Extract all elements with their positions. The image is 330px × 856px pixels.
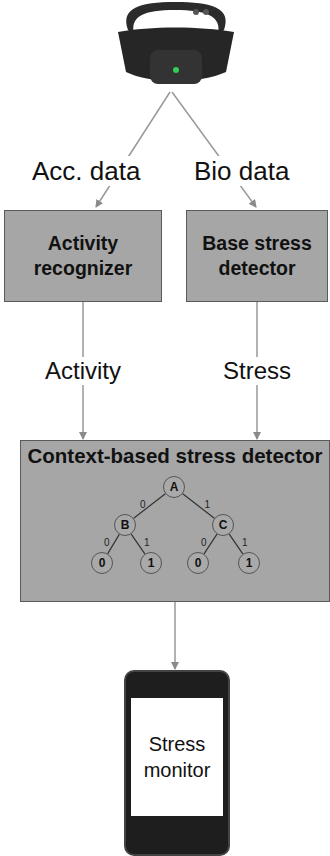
wristband-button	[203, 9, 209, 15]
tree-node-circle: A	[163, 476, 185, 498]
tree-node-circle: C	[212, 514, 234, 536]
branch-label: 0	[201, 537, 207, 548]
tree-node-label: 1	[246, 557, 253, 569]
branch-label: 1	[144, 537, 150, 548]
branch-label: 0	[104, 537, 110, 548]
box-title: Context-based stress detector	[21, 443, 329, 469]
tree-node-label: A	[170, 481, 179, 493]
box-label: Base stress detector	[187, 231, 327, 281]
screen-text: Stress monitor	[131, 698, 223, 816]
phone-monitor: Stress monitor	[124, 670, 230, 856]
tree-node-circle: 1	[140, 552, 162, 574]
input-label: Bio data	[192, 156, 291, 186]
tree-node-label: B	[121, 519, 130, 531]
tree-node-circle: 1	[238, 552, 260, 574]
tree-branch	[134, 494, 166, 519]
process-box: Base stress detector	[186, 210, 328, 302]
flow-label: Activity	[42, 357, 124, 385]
process-box: Context-based stress detectorA B C 0 1 0 1 0 1 0 1…	[20, 440, 330, 602]
wristband-illustration	[0, 0, 330, 220]
flow-arrow	[174, 602, 176, 669]
branch-label: 0	[140, 499, 146, 510]
tree-node-circle: 0	[187, 552, 209, 574]
branch-label: 1	[205, 499, 211, 510]
tree-branch	[131, 534, 145, 554]
input-label: Acc. data	[30, 156, 142, 186]
tree-node-label: 1	[148, 557, 155, 569]
flow-label: Stress	[220, 357, 294, 385]
process-box: Activity recognizer	[4, 210, 162, 302]
tree-branch	[229, 534, 243, 554]
data-line	[172, 92, 256, 207]
wristband-module	[150, 50, 202, 84]
tree-branch	[183, 494, 215, 519]
wristband-led	[173, 67, 179, 73]
tree-node-label: C	[219, 519, 228, 531]
data-line	[96, 92, 170, 207]
tree-node-circle: 0	[91, 552, 113, 574]
wristband-button	[193, 9, 199, 15]
box-label: Activity recognizer	[5, 231, 161, 281]
tree-node-label: 0	[99, 557, 106, 569]
branch-label: 1	[242, 537, 248, 548]
tree-node-circle: B	[114, 514, 136, 536]
tree-node-label: 0	[195, 557, 202, 569]
